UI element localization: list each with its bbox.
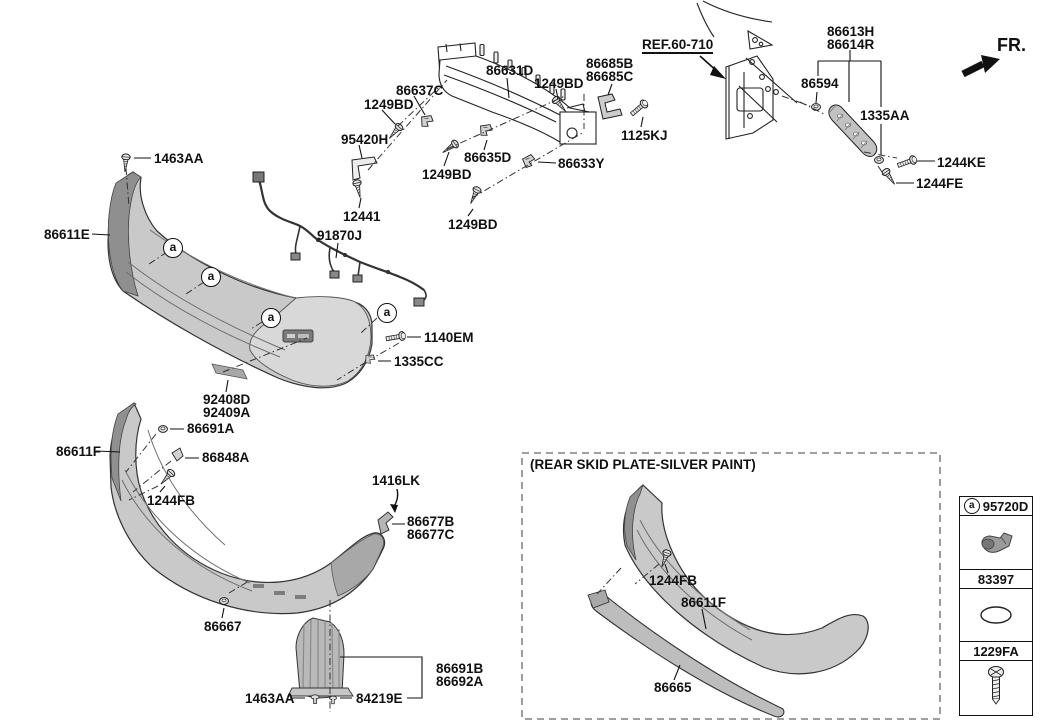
quarter-panel-drawing xyxy=(696,0,798,140)
part-number-label: 92409A xyxy=(203,405,251,420)
legend-header-83397: 83397 xyxy=(960,570,1032,589)
legend-part-number: 83397 xyxy=(977,571,1015,587)
part-number-label: 86677B xyxy=(407,514,455,529)
legend-table: a 95720D 83397 1229FA xyxy=(959,496,1033,716)
bumper-side-clip-drawing xyxy=(377,511,394,535)
part-number-label: 86665 xyxy=(654,680,692,695)
part-number-label: 1140EM xyxy=(424,330,474,345)
part-number-label: 1244FB xyxy=(649,573,698,588)
ref-section-label: REF.60-710 xyxy=(642,37,714,54)
part-number-label: 1244FB xyxy=(147,493,196,508)
wiring-harness-drawing xyxy=(252,171,427,307)
assembly-marker: a xyxy=(201,267,221,287)
part-number-label: 1335CC xyxy=(394,354,444,369)
part-number-label: 86594 xyxy=(801,76,839,91)
assembly-marker: a xyxy=(963,498,980,514)
legend-cell-screw xyxy=(960,661,1032,710)
part-number-label: 86611F xyxy=(56,444,102,459)
skid-plate-option-box xyxy=(521,452,941,720)
part-number-label: 1463AA xyxy=(154,151,204,166)
part-number-label: 86613H xyxy=(827,24,875,39)
part-number-label: 86848A xyxy=(202,450,250,465)
under-cover-bracket-drawing xyxy=(287,617,354,699)
part-number-label: 1249BD xyxy=(534,76,584,91)
part-number-label: 86685C xyxy=(586,69,634,84)
part-number-label: 1244KE xyxy=(937,155,986,170)
part-number-label: 1244FE xyxy=(916,176,964,191)
part-number-label: 86691A xyxy=(187,421,235,436)
ref-leader-arrow xyxy=(699,55,726,79)
part-number-label: 86633Y xyxy=(558,156,605,171)
assembly-marker: a xyxy=(163,238,183,258)
fasteners xyxy=(120,94,919,705)
legend-part-number: 95720D xyxy=(982,498,1029,514)
assembly-marker: a xyxy=(377,303,397,323)
legend-header-1229FA: 1229FA xyxy=(960,642,1032,661)
part-number-label: 86667 xyxy=(204,619,242,634)
part-number-label: 86677C xyxy=(407,527,455,542)
part-number-label: 1335AA xyxy=(860,108,910,123)
part-number-label: 1249BD xyxy=(448,217,498,232)
part-number-label: 86611F xyxy=(681,595,727,610)
part-number-label: 95420H xyxy=(341,132,389,147)
fr-direction-arrow-icon xyxy=(961,55,1000,78)
part-number-label: 86614R xyxy=(827,37,875,52)
legend-part-number: 1229FA xyxy=(973,643,1019,659)
part-number-label: 86635D xyxy=(464,150,512,165)
part-number-label: 86611E xyxy=(44,227,90,242)
legend-header-95720D: a 95720D xyxy=(960,497,1032,516)
fr-direction-label: FR. xyxy=(997,35,1026,55)
oval-seal-icon xyxy=(980,606,1012,624)
rear-bumper-lower-drawing xyxy=(109,402,386,615)
part-number-label: 86637C xyxy=(396,83,444,98)
part-number-label: 86692A xyxy=(436,674,484,689)
part-number-label: 1125KJ xyxy=(621,128,668,143)
part-number-label: 1463AA xyxy=(245,691,295,706)
screw-icon xyxy=(987,665,1005,705)
bumper-beam-drawing xyxy=(437,42,597,145)
part-number-label: 86631D xyxy=(486,63,534,78)
legend-cell-oval xyxy=(960,589,1032,642)
retainer-strip-drawing xyxy=(351,156,378,181)
rear-bumper-upper-drawing xyxy=(107,171,373,389)
part-number-label: 86685B xyxy=(586,56,634,71)
legend-cell-sensor xyxy=(960,516,1032,570)
assembly-axis-lines xyxy=(125,79,898,712)
beam-side-bracket-drawing xyxy=(597,93,623,120)
parking-sensor-icon xyxy=(981,531,1013,553)
skid-box-title: (REAR SKID PLATE-SILVER PAINT) xyxy=(530,457,756,472)
part-number-label: 1249BD xyxy=(422,167,472,182)
part-number-label: 1249BD xyxy=(364,97,414,112)
part-number-label: 91870J xyxy=(317,228,363,243)
part-number-label: 1416LK xyxy=(372,473,421,488)
part-number-label: 12441 xyxy=(343,209,381,224)
part-number-label: 86691B xyxy=(436,661,484,676)
assembly-marker: a xyxy=(261,308,281,328)
part-number-label: 84219E xyxy=(356,691,403,706)
part-number-label: 92408D xyxy=(203,392,251,407)
